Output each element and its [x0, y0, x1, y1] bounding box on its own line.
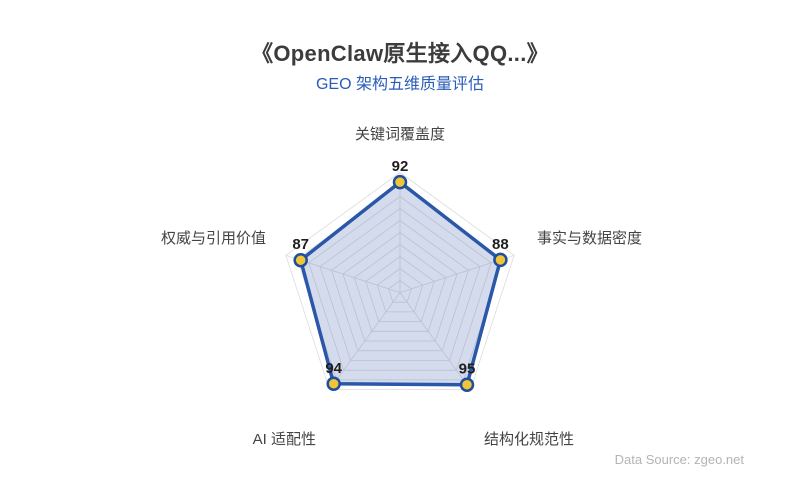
chart-title: 《OpenClaw原生接入QQ...》 — [251, 41, 549, 66]
data-source-label: Data Source: zgeo.net — [614, 452, 744, 467]
radar-data-point — [326, 376, 341, 392]
radar-value-label: 95 — [459, 361, 476, 378]
radar-grid-ring — [308, 196, 492, 371]
radar-grid-ring — [376, 268, 424, 313]
radar-grid-ring — [331, 220, 469, 352]
radar-axis-spoke — [329, 292, 401, 390]
radar-axis-label: 事实与数据密度 — [537, 230, 642, 247]
radar-axis-label: 权威与引用价值 — [161, 230, 266, 247]
radar-grid-ring — [342, 232, 458, 342]
radar-data-point — [493, 252, 508, 268]
radar-data-point — [459, 377, 475, 392]
radar-grid-ring — [319, 208, 481, 361]
radar-axis-label: 结构化规范性 — [484, 431, 574, 448]
radar-grid-ring — [285, 172, 515, 391]
chart-subtitle: GEO 架构五维质量评估 — [315, 76, 484, 93]
radar-axis-label: 关键词覆盖度 — [355, 126, 445, 143]
radar-data-point — [392, 174, 408, 190]
radar-axis-spoke — [399, 292, 471, 390]
radar-data-point — [293, 252, 308, 268]
radar-value-label: 92 — [392, 158, 409, 175]
radar-grid-ring — [353, 244, 447, 332]
radar-value-label: 94 — [325, 360, 342, 377]
radar-grid-ring — [388, 280, 412, 303]
radar-value-label: 87 — [292, 236, 309, 253]
radar-axis-label: AI 适配性 — [253, 431, 316, 448]
radar-data-polygon — [298, 180, 503, 387]
radar-value-label: 88 — [492, 236, 509, 253]
radar-grid-ring — [365, 256, 435, 323]
